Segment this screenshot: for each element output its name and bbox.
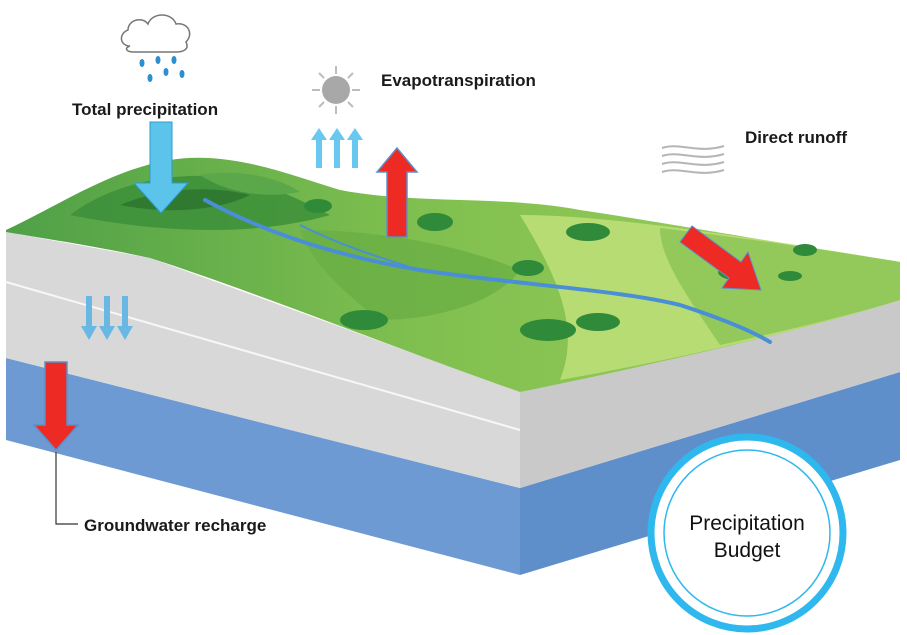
valley-shade: [300, 230, 520, 320]
infiltration-arrows: [81, 296, 133, 340]
evapotranspiration-label: Evapotranspiration: [381, 71, 536, 90]
stream: [203, 198, 772, 344]
sun-icon: [312, 66, 360, 114]
precipitation-arrow: [132, 121, 190, 214]
badge-line-2: Budget: [714, 539, 781, 562]
direct-runoff-label: Direct runoff: [745, 128, 847, 147]
wind-lines-icon: [661, 145, 725, 174]
precipitation-budget-badge: Precipitation Budget: [647, 433, 847, 633]
aquifer-layer-front: [6, 358, 520, 575]
total-precipitation-label: Total precipitation: [72, 100, 218, 119]
stream-tributary: [299, 224, 421, 271]
vapor-arrows: [311, 128, 363, 168]
groundwater-recharge-arrow: [32, 361, 80, 452]
soil-layer-front: [6, 232, 520, 488]
recharge-leader-line: [55, 452, 78, 525]
soil-layer-side: [520, 300, 900, 488]
groundwater-recharge-label: Groundwater recharge: [84, 516, 266, 535]
rain-cloud-icon: [120, 14, 191, 82]
hill-contour-3: [200, 172, 300, 195]
evapotranspiration-arrow: [375, 146, 419, 238]
runoff-arrow: [679, 225, 762, 291]
badge-inner-ring: [663, 449, 831, 617]
badge-line-1: Precipitation: [689, 512, 805, 535]
